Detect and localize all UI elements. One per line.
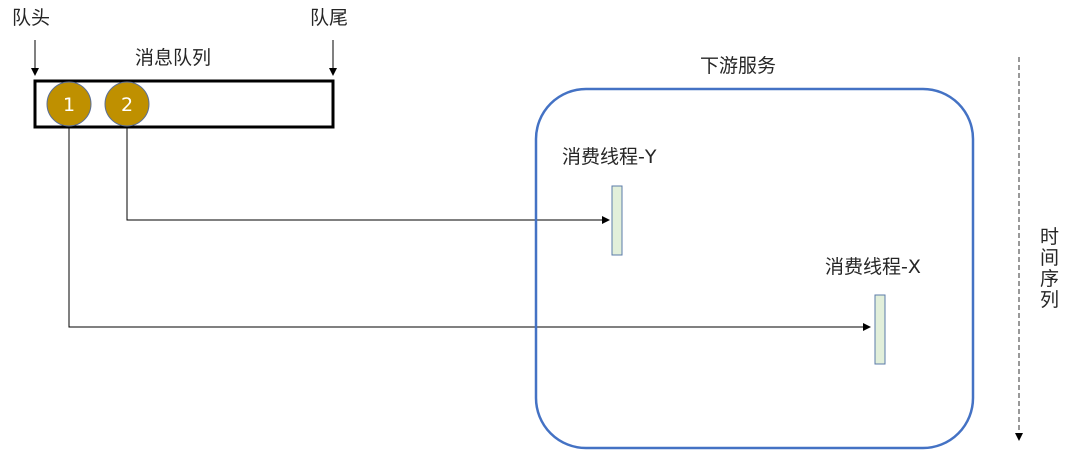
svg-text:间: 间 [1040, 247, 1059, 269]
queue-title: 消息队列 [135, 47, 211, 69]
message-1-route [68, 127, 871, 331]
thread-y-label: 消费线程-Y [562, 146, 657, 168]
message-2-route [126, 127, 610, 224]
thread-x-bar [874, 294, 886, 365]
thread-x-label: 消费线程-X [825, 256, 921, 278]
queue-head-label: 队头 [12, 7, 50, 29]
service-title: 下游服务 [700, 55, 776, 77]
svg-text:列: 列 [1040, 289, 1059, 311]
queue-tail-label: 队尾 [310, 7, 348, 29]
message-2: 2 [104, 81, 150, 127]
svg-text:2: 2 [121, 94, 133, 116]
svg-text:1: 1 [63, 94, 75, 116]
thread-y-bar [611, 185, 623, 256]
svg-text:时: 时 [1040, 226, 1059, 248]
svg-text:序: 序 [1040, 268, 1059, 290]
message-1: 1 [46, 81, 92, 127]
timeline-label: 时 间 序 列 [1040, 226, 1059, 311]
downstream-service-box [534, 87, 975, 450]
